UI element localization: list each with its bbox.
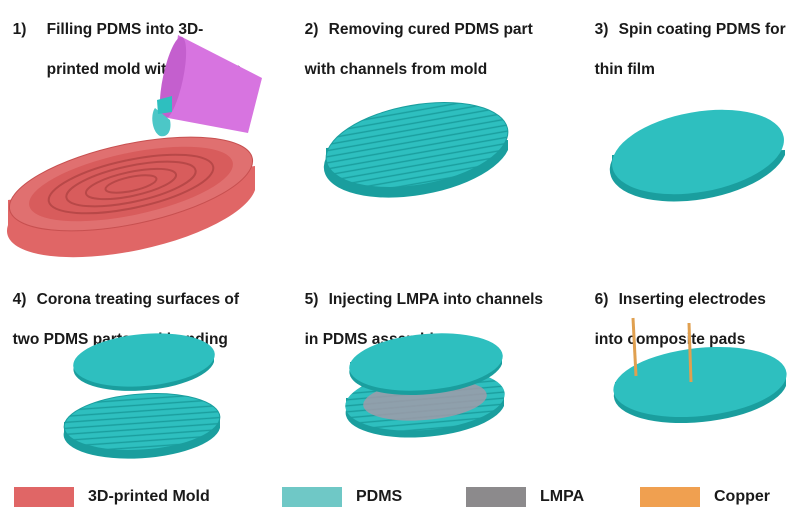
legend-label-lmpa: LMPA [540,488,585,505]
step-6-line-1: Inserting electrodes [618,291,766,308]
step-4-line-1: Corona treating surfaces of [36,291,240,308]
legend-item-lmpa: LMPA [466,486,584,508]
step-6-label: 6) Inserting electrodes into composite pa… [586,270,766,350]
step-3-pdms-thin-film [609,109,785,202]
legend-label-mold: 3D-printed Mold [88,488,210,505]
step-5-line-1: Injecting LMPA into channels [328,291,544,308]
legend-item-pdms: PDMS [282,486,402,508]
legend-label-copper: Copper [714,488,770,505]
step-5-assembly [345,333,505,438]
legend-swatch-copper [640,487,700,507]
step-1-mold [6,136,255,258]
step-6-line-2: into composite pads [594,331,746,348]
step-6-composite-pad [613,346,787,424]
step-2-line-2: with channels from mold [304,61,488,78]
step-3-number: 3) [594,21,609,38]
step-4-number: 4) [12,291,27,308]
legend-swatch-pdms [282,487,342,507]
step-2-label: 2) Removing cured PDMS part with channels… [296,0,533,80]
step-1-line-1: Filling PDMS into 3D- [46,21,204,38]
legend-swatch-mold [14,487,74,507]
step-6-number: 6) [594,291,609,308]
step-5-number: 5) [304,291,319,308]
step-3-label: 3) Spin coating PDMS for thin film [586,0,786,80]
step-3-line-1: Spin coating PDMS for [618,21,786,38]
step-2-pdms-channel-part [323,101,509,198]
step-6-electrodes [631,317,693,383]
step-2-number: 2) [304,21,319,38]
step-3-line-2: thin film [594,61,655,78]
legend-label-pdms: PDMS [356,488,403,505]
step-2-line-1: Removing cured PDMS part [328,21,533,38]
legend-item-mold: 3D-printed Mold [14,486,210,508]
legend-item-copper: Copper [640,486,770,508]
step-4-channel-part [63,393,221,459]
step-1-number: 1) [12,21,27,38]
step-4-top-film [73,333,215,391]
legend-swatch-lmpa [466,487,526,507]
step-1-pouring-cup [152,35,262,137]
